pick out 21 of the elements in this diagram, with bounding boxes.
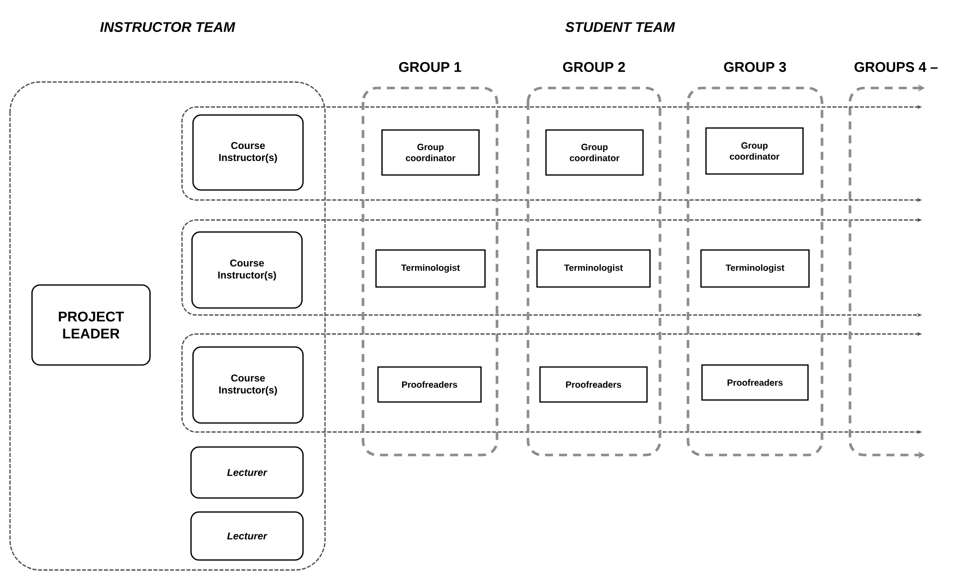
role-box: Course Instructor(s)	[192, 114, 304, 191]
role-box: Proofreaders	[539, 366, 648, 403]
role-box: Proofreaders	[701, 364, 809, 401]
role-box: Group coordinator	[381, 129, 480, 176]
role-box: Proofreaders	[377, 366, 482, 403]
leader-box: PROJECT LEADER	[31, 284, 151, 366]
heading: GROUP 3	[724, 62, 786, 72]
role-box: Group coordinator	[545, 129, 644, 176]
role-box: Course Instructor(s)	[191, 231, 303, 309]
role-box: Course Instructor(s)	[192, 346, 304, 424]
heading: GROUP 2	[563, 62, 625, 72]
role-box: Terminologist	[536, 249, 651, 288]
heading: GROUPS 4 –	[854, 62, 938, 72]
heading: INSTRUCTOR TEAM	[100, 22, 236, 32]
role-box: Terminologist	[375, 249, 486, 288]
role-box: Terminologist	[700, 249, 810, 288]
heading: STUDENT TEAM	[565, 22, 676, 32]
heading: GROUP 1	[399, 62, 462, 72]
role-box: Lecturer	[190, 446, 304, 499]
role-box: Lecturer	[190, 511, 304, 561]
role-box: Group coordinator	[705, 127, 804, 175]
